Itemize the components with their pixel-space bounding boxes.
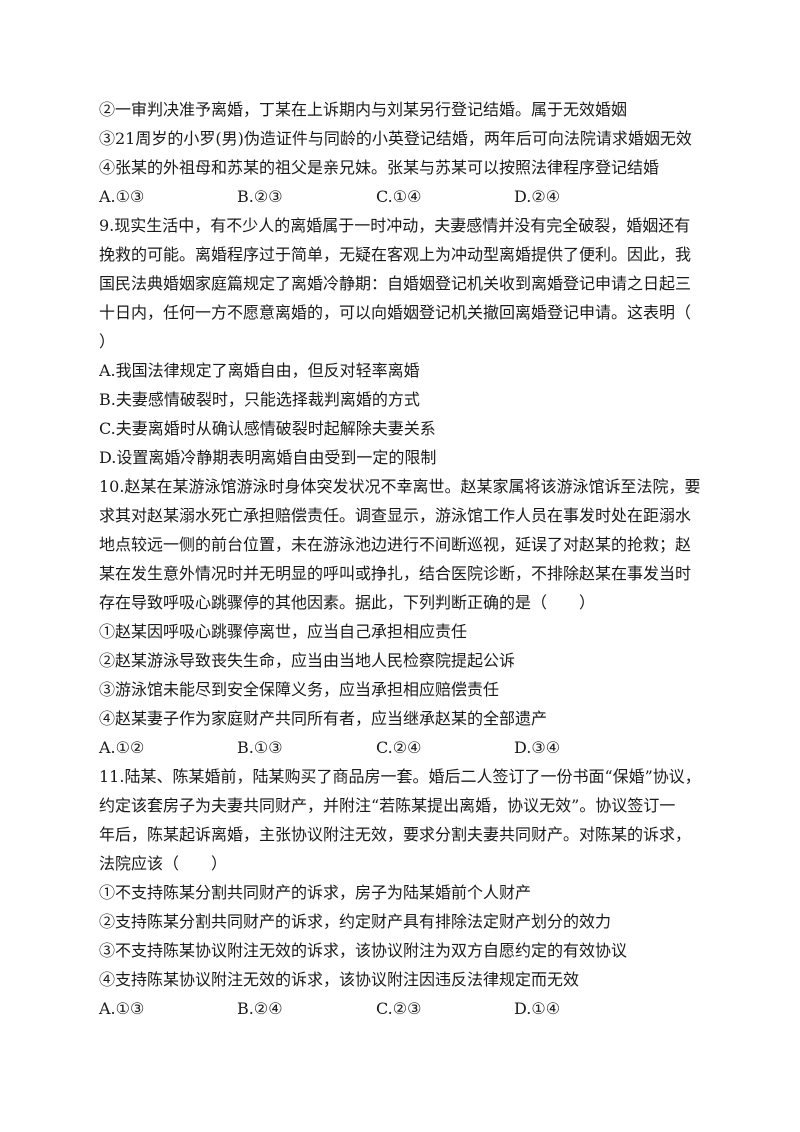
q11-option-b: B.②④: [237, 999, 283, 1018]
q9-choice-c: C.夫妻离婚时从确认感情破裂时起解除夫妻关系: [99, 419, 436, 438]
q10-option-b: B.①③: [237, 738, 283, 757]
q10-stem-line-1: 10.赵某在某游泳馆游泳时身体突发状况不幸离世。赵某家属将该游泳馆诉至法院，要: [99, 477, 701, 496]
q8-options: A.①③ B.②③ C.①④ D.②④: [99, 182, 709, 211]
q9-stem-line-2: 挽救的可能。离婚程序过于简单，无疑在客观上为冲动型离婚提供了便利。因此，我: [99, 245, 692, 264]
q10-stem-line-3: 地点较远一侧的前台位置，未在游泳池边进行不间断巡视，延误了对赵某的抢救；赵: [99, 535, 692, 554]
q11-stem-line-3: 年后，陈某起诉离婚，主张协议附注无效，要求分割夫妻共同财产。对陈某的诉求，: [99, 825, 692, 844]
q11-options: A.①③ B.②④ C.②③ D.①④: [99, 994, 709, 1023]
q9-choice-a: A.我国法律规定了离婚自由，但反对轻率离婚: [99, 361, 420, 380]
q10-item-1: ①赵某因呼吸心跳骤停离世，应当自己承担相应责任: [99, 622, 468, 641]
q11-option-d: D.①④: [514, 999, 561, 1018]
q11-item-4: ④支持陈某协议附注无效的诉求，该协议附注因违反法律规定而无效: [99, 970, 580, 989]
q11-stem-line-1: 11.陆某、陈某婚前，陆某购买了商品房一套。婚后二人签订了一份书面“保婚”协议，: [99, 767, 701, 786]
q11-stem-line-2: 约定该套房子为夫妻共同财产，并附注“若陈某提出离婚，协议无效”。协议签订一: [99, 796, 676, 815]
q11-option-a: A.①③: [99, 999, 145, 1018]
q10-stem-line-2: 求其对赵某溺水死亡承担赔偿责任。调查显示，游泳馆工作人员在事发时处在距溺水: [99, 506, 692, 525]
q11-item-2: ②支持陈某分割共同财产的诉求，约定财产具有排除法定财产划分的效力: [99, 912, 612, 931]
q8-option-b: B.②③: [237, 187, 283, 206]
q11-option-c: C.②③: [376, 999, 422, 1018]
q8-item-2: ②一审判决准予离婚，丁某在上诉期内与刘某另行登记结婚。属于无效婚姻: [99, 100, 628, 119]
q10-option-c: C.②④: [376, 738, 422, 757]
q11-item-1: ①不支持陈某分割共同财产的诉求，房子为陆某婚前个人财产: [99, 883, 532, 902]
q10-item-2: ②赵某游泳导致丧失生命，应当由当地人民检察院提起公诉: [99, 651, 516, 670]
q9-stem-line-3: 国民法典婚姻家庭篇规定了离婚冷静期：自婚姻登记机关收到离婚登记申请之日起三: [99, 274, 692, 293]
q11-stem-line-4: 法院应该（ ）: [99, 854, 228, 873]
q8-item-3: ③21周岁的小罗(男)伪造证件与同龄的小英登记结婚，两年后可向法院请求婚姻无效: [99, 129, 692, 148]
q8-option-d: D.②④: [514, 187, 561, 206]
q10-option-a: A.①②: [99, 738, 145, 757]
q8-item-4: ④张某的外祖母和苏某的祖父是亲兄妹。张某与苏某可以按照法律程序登记结婚: [99, 158, 660, 177]
q9-stem-line-4: 十日内，任何一方不愿意离婚的，可以向婚姻登记机关撤回离婚登记申请。这表明（: [99, 303, 692, 322]
q10-stem-line-5: 存在导致呼吸心跳骤停的其他因素。据此，下列判断正确的是（ ）: [99, 593, 596, 612]
q10-item-4: ④赵某妻子作为家庭财产共同所有者，应当继承赵某的全部遗产: [99, 709, 548, 728]
q9-stem-line-1: 9.现实生活中，有不少人的离婚属于一时冲动，夫妻感情并没有完全破裂，婚姻还有: [99, 216, 691, 235]
q9-choice-b: B.夫妻感情破裂时，只能选择裁判离婚的方式: [99, 390, 420, 409]
q10-option-d: D.③④: [514, 738, 561, 757]
q9-stem-line-5: ）: [99, 332, 116, 351]
q8-option-c: C.①④: [376, 187, 422, 206]
q10-stem-line-4: 某在发生意外情况时并无明显的呼叫或挣扎，结合医院诊断，不排除赵某在事发当时: [99, 564, 692, 583]
q11-item-3: ③不支持陈某协议附注无效的诉求，该协议附注为双方自愿约定的有效协议: [99, 941, 628, 960]
q8-option-a: A.①③: [99, 187, 145, 206]
q10-options: A.①② B.①③ C.②④ D.③④: [99, 733, 709, 762]
q9-choice-d: D.设置离婚冷静期表明离婚自由受到一定的限制: [99, 448, 437, 467]
q10-item-3: ③游泳馆未能尽到安全保障义务，应当承担相应赔偿责任: [99, 680, 500, 699]
